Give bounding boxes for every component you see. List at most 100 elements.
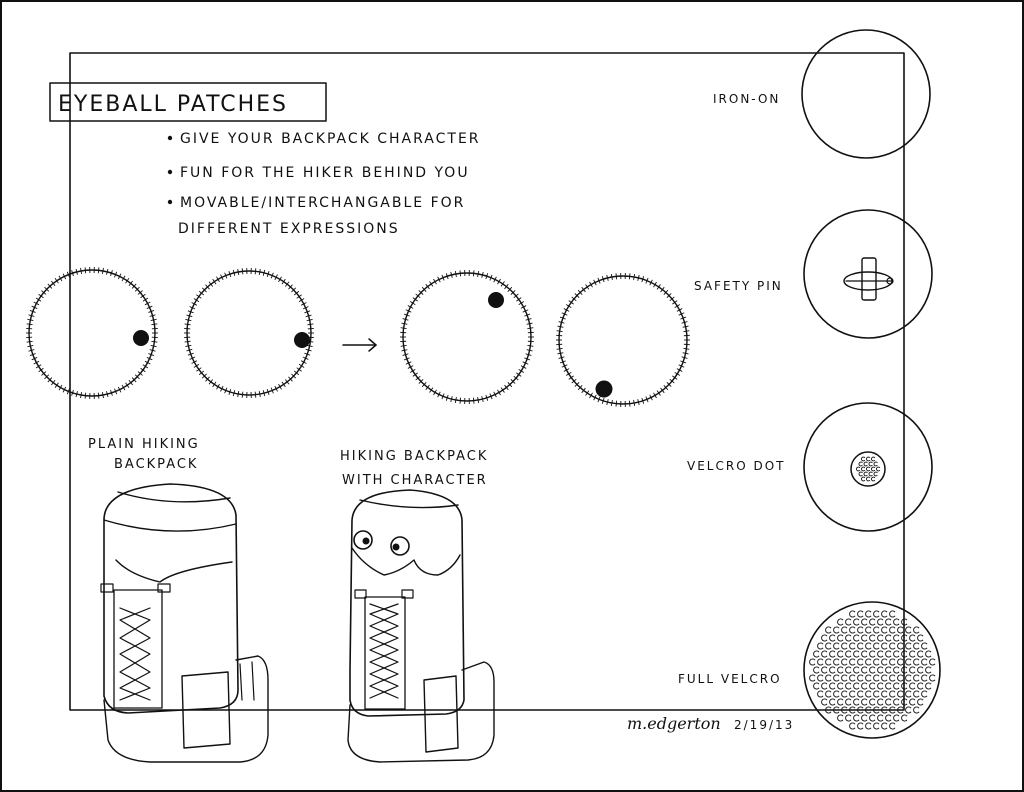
velcro-loop [897,642,904,650]
stitch-mark [656,284,661,290]
stitch-mark [228,388,232,395]
character-backpack-label-line2: WITH CHARACTER [342,473,488,488]
stitch-mark [445,394,449,401]
velcro-loop [917,682,924,690]
velcro-loop [821,698,828,706]
velcro-loop [869,682,876,690]
stitch-mark [589,392,593,399]
velcro-loop [849,642,856,650]
stitch-mark [601,397,605,404]
stitch-mark [71,270,74,277]
velcro-loop [869,666,876,674]
stitch-mark [507,286,513,292]
stitch-mark [114,388,118,395]
stitch-mark [666,293,672,298]
velcro-loop [905,626,912,634]
stitch-mark [58,384,63,391]
stitch-mark [306,319,313,322]
velcro-loop [885,682,892,690]
velcro-loop [853,618,860,626]
stitch-mark [184,323,191,326]
stitch-mark [669,296,675,302]
stitch-mark [300,302,307,306]
stitch-mark [262,390,266,397]
bullet-3-continued: DIFFERENT EXPRESSIONS [178,221,400,237]
velcro-loop [869,698,876,706]
stitch-mark [146,356,153,361]
velcro-loop [901,618,908,626]
velcro-loop [881,674,888,682]
velcro-loop [829,666,836,674]
stitch-mark [224,272,228,279]
stitch-mark [220,385,224,392]
stitch-mark [429,281,434,287]
velcro-loop [857,610,864,618]
stitch-mark [524,313,531,317]
stitch-mark [585,390,590,396]
stitch-mark [400,345,407,347]
stitch-mark [84,392,87,399]
stitch-mark [266,388,270,395]
stitch-mark [601,276,605,283]
velcro-loop [853,714,860,722]
stitch-mark [557,325,564,328]
stitch-mark [208,379,214,385]
velcro-loop [861,466,866,472]
stitch-mark [187,310,194,314]
stitch-mark [62,273,67,280]
stitch-mark [33,360,40,365]
velcro-loop [921,674,928,682]
bullet-3: MOVABLE/INTERCHANGABLE FOR [180,195,465,211]
stitch-mark [558,356,565,359]
velcro-loop [889,626,896,634]
velcro-loop [861,698,868,706]
velcro-loop [889,610,896,618]
stitch-mark [302,306,309,310]
velcro-loop [856,466,861,472]
stitch-mark [101,267,104,274]
stitch-mark [676,368,683,372]
velcro-loop [821,666,828,674]
velcro-loop [841,626,848,634]
stitch-mark [254,268,257,275]
velcro-loop [857,626,864,634]
stitch-mark [429,387,434,393]
stitch-mark [302,356,309,360]
stitch-mark [477,270,480,278]
stitch-mark [504,283,509,290]
stitch-mark [29,310,36,313]
velcro-loop [821,650,828,658]
stitch-mark [563,308,570,312]
stitch-mark [31,356,38,361]
stitch-mark [278,383,282,390]
stitch-mark [237,391,240,398]
velcro-loop [817,674,824,682]
stitch-mark [212,278,217,285]
stitch-mark [150,318,157,321]
velcro-loop [873,610,880,618]
stitch-mark [51,280,56,286]
stitch-mark [518,301,525,306]
stitch-mark [674,371,681,376]
stitch-mark [433,278,437,285]
velcro-loop [865,706,872,714]
stitch-mark [35,364,42,369]
stitch-mark [637,274,640,281]
safety-pin-icon [803,209,933,339]
stitch-mark [663,385,669,391]
velcro-loop [845,666,852,674]
stitch-mark [266,271,270,278]
stitch-mark [134,374,140,380]
velcro-loop [813,682,820,690]
stitch-mark [525,353,532,356]
stitch-mark [561,312,568,316]
velcro-loop [909,682,916,690]
stitch-mark [409,301,416,306]
stitch-mark [412,297,418,302]
velcro-loop [885,618,892,626]
velcro-loop [825,674,832,682]
velcro-loop [865,642,872,650]
velcro-loop [861,634,868,642]
velcro-loop [881,610,888,618]
stitch-mark [678,312,685,316]
